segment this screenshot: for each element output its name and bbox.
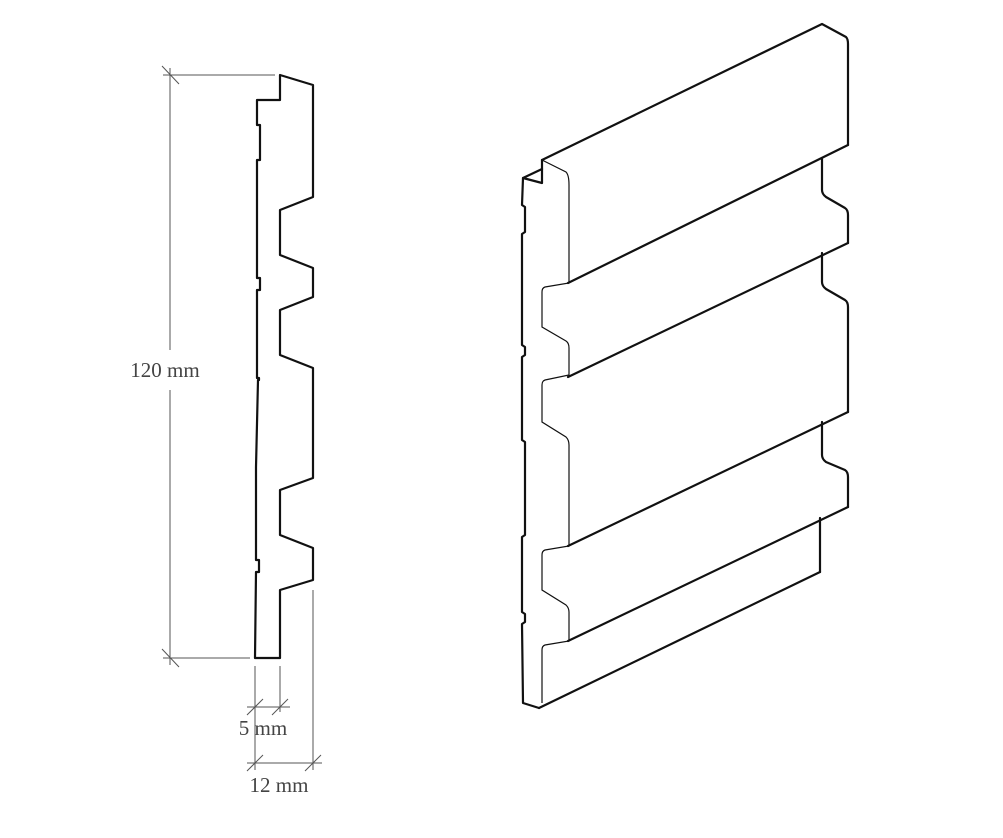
base-thickness-label: 5 mm: [239, 716, 287, 740]
ridge-1-bottom-edge: [566, 143, 850, 285]
tick-mark: [246, 754, 264, 772]
right-end-profile: [820, 420, 850, 509]
profile-section-outline: [253, 73, 315, 660]
panel-back-edge: [520, 167, 544, 710]
top-ridge-top-edge: [540, 22, 850, 162]
ridge-2-bottom-edge: [566, 241, 850, 379]
tongue-notch: [521, 158, 544, 185]
right-end-profile: [820, 156, 850, 245]
ridge-3-bottom-edge: [566, 410, 850, 548]
end-face-rib-profile: [541, 159, 570, 703]
base-bottom-edge: [537, 570, 822, 710]
total-thickness-label: 12 mm: [250, 773, 309, 797]
height-label: 120 mm: [130, 358, 199, 382]
ridge-4-bottom-edge: [566, 505, 850, 643]
height-dimension: 120 mm: [130, 65, 275, 668]
isometric-panel: [520, 22, 850, 710]
tick-mark: [161, 65, 180, 85]
thickness-dimensions: 5 mm 12 mm: [239, 590, 322, 797]
tick-mark: [304, 754, 322, 772]
tick-mark: [271, 698, 289, 716]
tick-mark: [161, 648, 180, 668]
tick-mark: [246, 698, 264, 716]
right-end-profile: [820, 251, 850, 414]
